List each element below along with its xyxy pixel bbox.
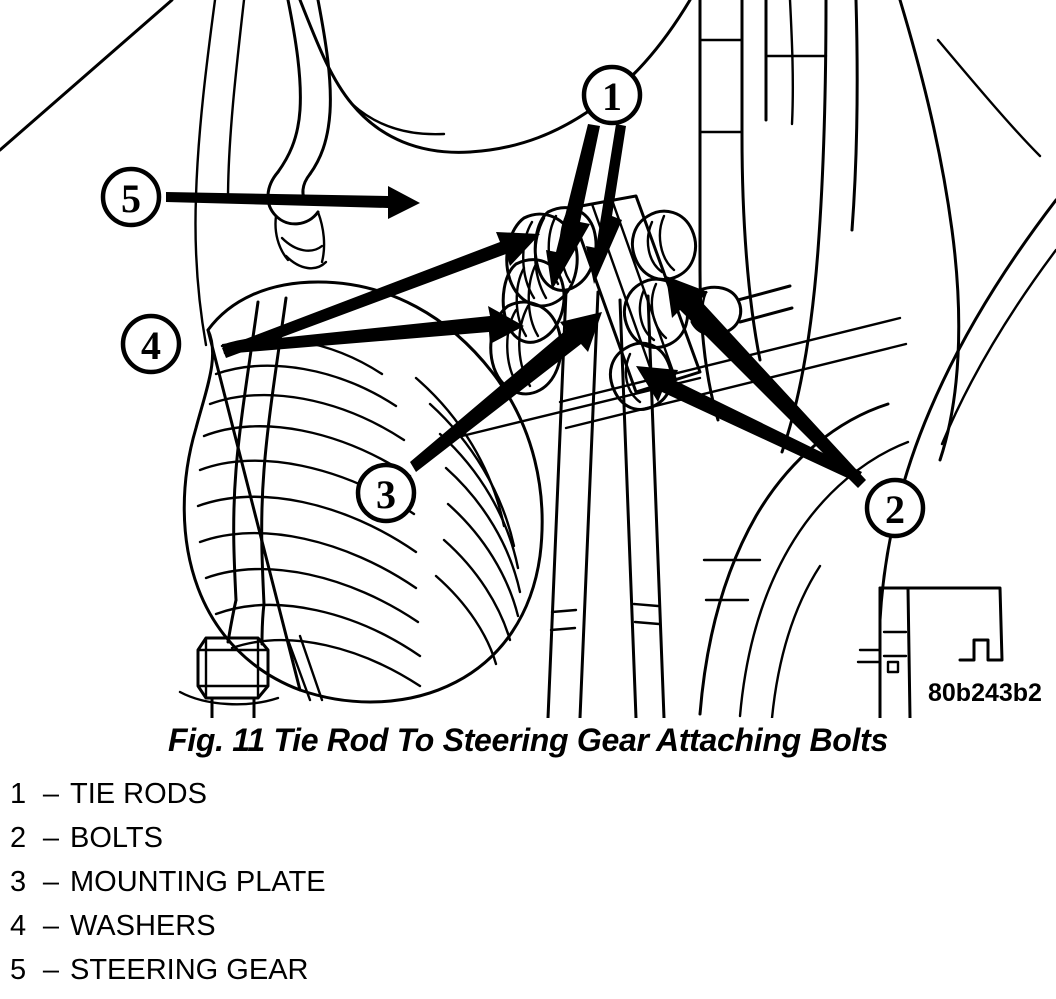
callout-2-circle[interactable] <box>864 477 926 539</box>
vehicle-structure-lines <box>0 0 1056 718</box>
callout-2[interactable]: 2 <box>864 477 926 539</box>
legend-item-4-separator: – <box>42 910 60 942</box>
legend-item-2-separator: – <box>42 822 60 854</box>
legend-item-1-number: 1 <box>10 778 27 810</box>
arrow-2-upper <box>666 276 866 488</box>
figure-illustration: 1 2 3 4 5 80b243b2 <box>0 0 1056 718</box>
figure-part-code: 80b243b2 <box>928 679 1042 707</box>
callout-2-number: 2 <box>885 487 905 532</box>
legend-item-1-label: TIE RODS <box>70 778 207 810</box>
arrow-3 <box>410 312 602 472</box>
legend-item-1: 1 – TIE RODS <box>10 778 1050 822</box>
legend-item-2: 2 – BOLTS <box>10 822 1050 866</box>
arrow-5 <box>166 186 420 219</box>
callout-1-circle[interactable] <box>581 64 643 126</box>
arrow-4-lower <box>222 306 524 354</box>
legend-item-1-separator: – <box>42 778 60 810</box>
callout-4[interactable]: 4 <box>120 313 182 375</box>
callout-3-number: 3 <box>376 472 396 517</box>
callout-4-circle[interactable] <box>120 313 182 375</box>
legend-item-4: 4 – WASHERS <box>10 910 1050 954</box>
legend-item-5: 5 – STEERING GEAR <box>10 954 1050 998</box>
callout-5[interactable]: 5 <box>100 166 162 228</box>
arrow-1-left <box>546 124 600 290</box>
callout-5-number: 5 <box>121 176 141 221</box>
leader-arrows <box>166 124 866 488</box>
steering-gear-assembly <box>182 206 598 704</box>
legend-item-4-label: WASHERS <box>70 910 216 942</box>
callout-1[interactable]: 1 <box>581 64 643 126</box>
arrow-4-upper <box>222 232 540 358</box>
callout-3-circle[interactable] <box>355 462 417 524</box>
callout-1-number: 1 <box>602 74 622 119</box>
steering-gear-line-art: 1 2 3 4 5 80b243b2 <box>0 0 1056 718</box>
legend-item-2-label: BOLTS <box>70 822 163 854</box>
legend-item-3-separator: – <box>42 866 60 898</box>
arrow-1-right <box>586 124 626 284</box>
legend-item-3-number: 3 <box>10 866 27 898</box>
callout-4-number: 4 <box>141 323 161 368</box>
figure-caption: Fig. 11 Tie Rod To Steering Gear Attachi… <box>168 722 888 758</box>
legend-item-3: 3 – MOUNTING PLATE <box>10 866 1050 910</box>
legend-item-2-number: 2 <box>10 822 27 854</box>
bracket-detail <box>856 586 1004 718</box>
callout-5-circle[interactable] <box>100 166 162 228</box>
legend-item-3-label: MOUNTING PLATE <box>70 866 326 898</box>
legend-item-5-label: STEERING GEAR <box>70 954 309 986</box>
legend-item-5-separator: – <box>42 954 60 986</box>
mounting-plate-and-bolts <box>460 194 908 438</box>
legend-list: 1 – TIE RODS 2 – BOLTS 3 – MOUNTING PLAT… <box>10 778 1050 998</box>
callout-3[interactable]: 3 <box>355 462 417 524</box>
arrow-2-lower <box>636 366 862 482</box>
legend-item-5-number: 5 <box>10 954 27 986</box>
legend-item-4-number: 4 <box>10 910 27 942</box>
